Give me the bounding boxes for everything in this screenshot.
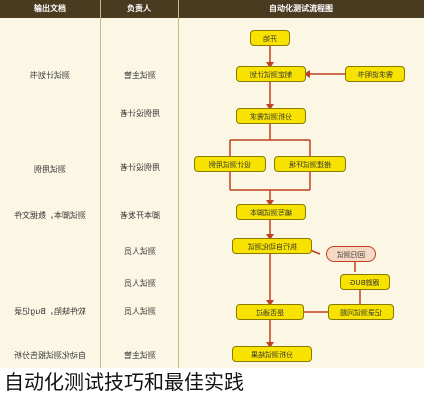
node-pass-check: 是否通过 <box>236 304 304 320</box>
divider <box>178 0 179 368</box>
node-run-tests: 执行自动化测试 <box>232 238 312 254</box>
node-plan: 制定测试计划 <box>236 66 306 82</box>
divider <box>100 0 101 368</box>
node-track-bug: 跟踪BUG <box>340 274 390 290</box>
node-setup-env: 搭建测试环境 <box>274 156 346 172</box>
caption: 自动化测试技巧和最佳实践 <box>0 368 424 400</box>
header-flowchart: 自动化测试流程图 <box>269 4 333 13</box>
flowchart-table: 输出文档 负责人 自动化测试流程图 测试计划书 测试用例 测试脚本，数据文件 软… <box>0 0 424 368</box>
header-outputs: 输出文档 <box>34 4 66 13</box>
node-requirements-doc: 需求说明书 <box>345 66 405 82</box>
node-start: 开始 <box>250 30 290 46</box>
header-roles: 负责人 <box>127 4 151 13</box>
node-record-issues: 记录测试问题 <box>328 304 394 320</box>
node-write-script: 编写测试脚本 <box>236 204 306 220</box>
node-regression: 回归测试 <box>326 246 376 262</box>
table-header: 输出文档 负责人 自动化测试流程图 <box>0 0 424 18</box>
flow-connectors <box>229 44 361 348</box>
node-design-cases: 设计测试用例 <box>194 156 266 172</box>
node-analyze-results: 分析测试结果 <box>232 346 312 362</box>
node-analysis: 分析测试需求 <box>236 108 306 124</box>
